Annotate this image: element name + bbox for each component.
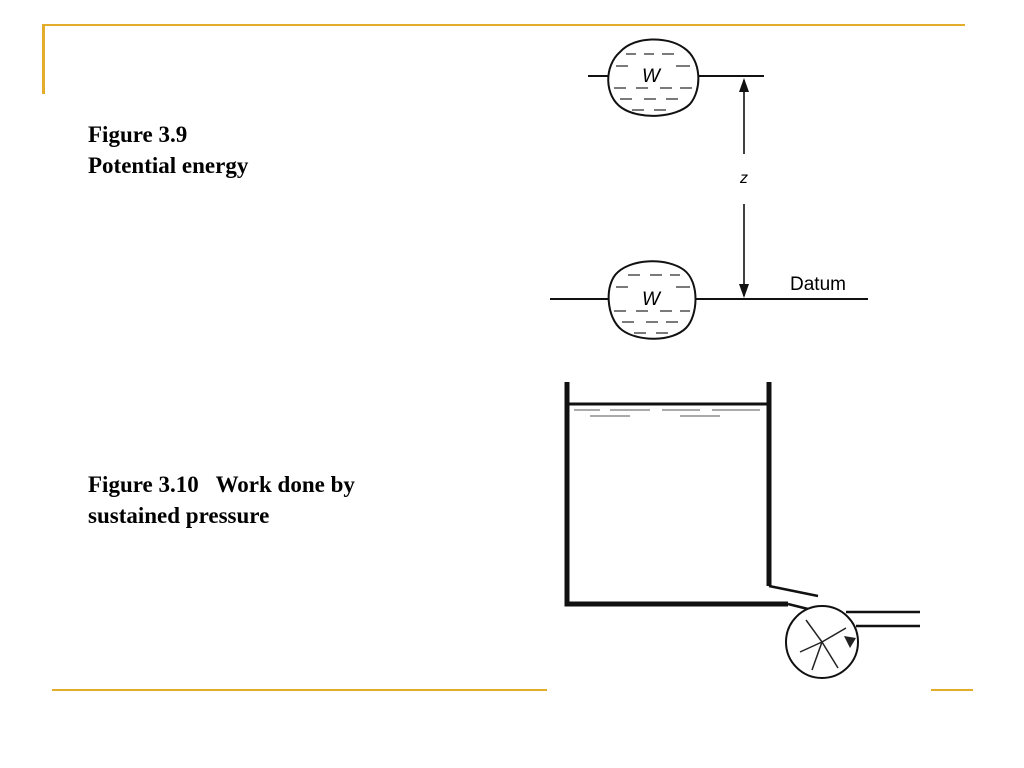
tank-pump-diagram	[564, 382, 920, 679]
figure-3-9-caption: Figure 3.9 Potential energy	[88, 119, 248, 181]
top-horizontal-rule	[42, 24, 965, 26]
bottom-horizontal-rule-left	[52, 689, 547, 691]
figure-3-10-title-continued: sustained pressure	[88, 503, 270, 528]
figure-3-10-caption: Figure 3.10 Work done by sustained press…	[88, 469, 355, 531]
lower-weight-blob	[607, 260, 697, 340]
up-arrowhead-icon	[739, 78, 749, 92]
pump-impeller-icon	[799, 619, 856, 671]
datum-label: Datum	[790, 274, 846, 295]
upper-weight-label: W	[642, 66, 662, 87]
liquid-surface-hatching	[574, 409, 760, 417]
top-left-vertical-rule	[42, 24, 45, 94]
height-label: z	[739, 170, 748, 187]
upper-weight-blob	[607, 38, 700, 117]
bottom-horizontal-rule-right	[931, 689, 973, 691]
lower-weight-label: W	[642, 289, 662, 310]
figure-3-10-title: Figure 3.10 Work done by	[88, 472, 355, 497]
down-arrowhead-icon	[739, 284, 749, 298]
lower-weight-hatching	[614, 274, 690, 334]
upper-weight-hatching	[614, 53, 692, 111]
tank-walls	[564, 382, 788, 607]
figure-3-9-number: Figure 3.9	[88, 122, 188, 147]
outlet-pipe-upper-wall	[768, 584, 819, 598]
potential-energy-diagram: W z Datum W	[550, 38, 868, 340]
figure-3-9-title: Potential energy	[88, 153, 249, 178]
